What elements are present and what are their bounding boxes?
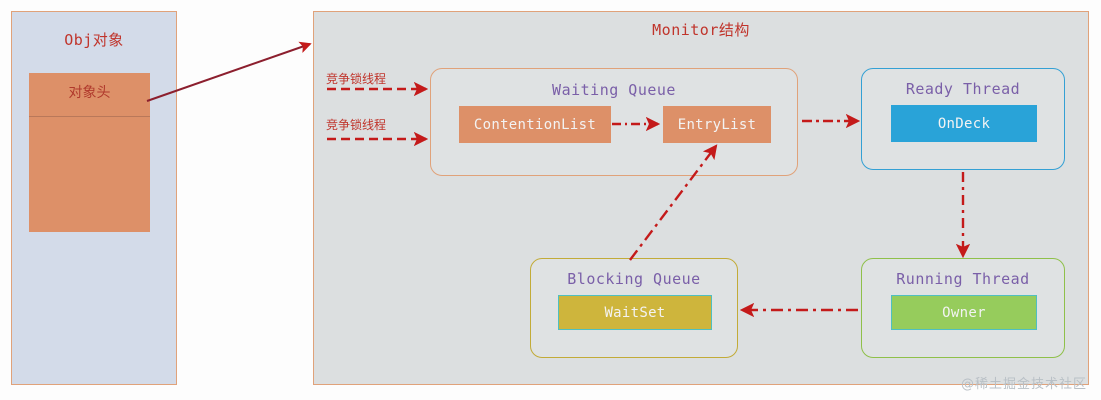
object-header-label: 对象头: [68, 85, 111, 101]
watermark: @稀土掘金技术社区: [960, 377, 1087, 392]
group-title-blocking-queue: Blocking Queue: [567, 270, 701, 288]
monitor-panel-title: Monitor结构: [652, 21, 750, 39]
box-owner: Owner: [891, 295, 1037, 330]
box-wait-set: WaitSet: [558, 295, 712, 330]
flow-label-contending-thread-1: 竞争锁线程: [326, 72, 387, 86]
group-blocking-queue: Blocking Queue WaitSet: [530, 258, 738, 358]
group-title-ready-thread: Ready Thread: [905, 80, 1021, 98]
flow-label-contending-thread-2: 竞争锁线程: [326, 118, 387, 132]
group-waiting-queue: Waiting Queue ContentionList EntryList: [430, 68, 798, 176]
group-ready-thread: Ready Thread OnDeck: [861, 68, 1065, 170]
object-header-block: [29, 73, 150, 232]
obj-panel-title: Obj对象: [64, 31, 124, 49]
group-title-running-thread: Running Thread: [896, 270, 1030, 288]
object-header-divider: [29, 116, 150, 117]
group-title-waiting-queue: Waiting Queue: [552, 81, 676, 99]
box-contention-list: ContentionList: [459, 106, 611, 143]
group-running-thread: Running Thread Owner: [861, 258, 1065, 358]
box-entry-list: EntryList: [663, 106, 771, 143]
box-on-deck: OnDeck: [891, 105, 1037, 142]
